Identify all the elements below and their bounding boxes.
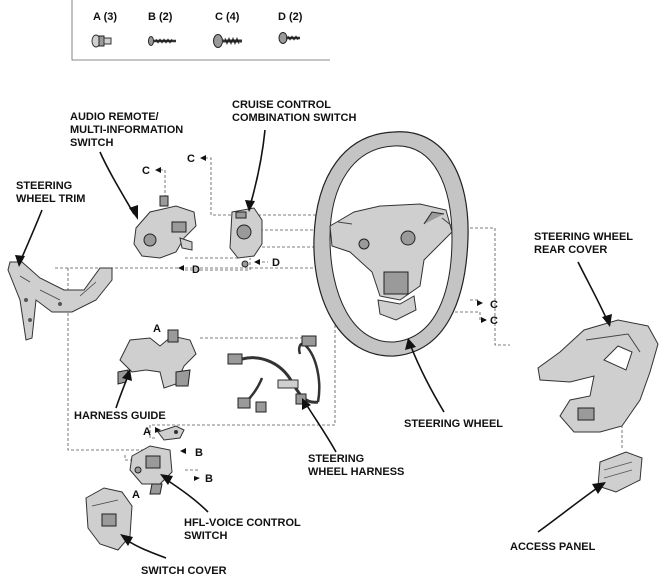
steering-wheel: [313, 131, 469, 357]
callout-a: A: [132, 489, 140, 501]
cruise-control-label-line2: COMBINATION SWITCH: [232, 112, 357, 124]
audio-remote-switch: [133, 195, 197, 259]
fastener-d-label: D (2): [278, 11, 303, 23]
assembly-lines: [55, 157, 623, 471]
bolt-with-washer-icon: [91, 34, 112, 48]
flange-screw-icon: [213, 34, 242, 48]
small-screw-icon: [148, 36, 176, 46]
fastener-legend: A (3) B (2) C (4) D (2): [71, 0, 330, 61]
callout-d: D: [192, 264, 200, 276]
callout-c: C: [490, 315, 498, 327]
callout-c: C: [490, 299, 498, 311]
part-labels: AUDIO REMOTE/ MULTI-INFORMATION SWITCH C…: [16, 99, 633, 577]
leader-arrows: [15, 129, 612, 559]
steering-wheel-trim: [7, 261, 113, 341]
callout-markers: [155, 155, 487, 481]
callout-a: A: [143, 426, 151, 438]
callout-c: C: [142, 165, 150, 177]
hfl-voice-label-line2: SWITCH: [184, 530, 227, 542]
access-panel: [597, 451, 643, 493]
callout-a: A: [153, 323, 161, 335]
steering-wheel-trim-label-line2: WHEEL TRIM: [16, 193, 85, 205]
rear-cover-label-line2: REAR COVER: [534, 244, 607, 256]
steering-wheel-trim-label-line1: STEERING: [16, 180, 72, 192]
cruise-control-switch: [229, 207, 263, 268]
cruise-control-label-line1: CRUISE CONTROL: [232, 99, 331, 111]
hfl-voice-control-switch: [129, 445, 173, 495]
tapping-screw-icon: [278, 32, 300, 44]
steering-wheel-label: STEERING WHEEL: [404, 418, 503, 430]
callout-d: D: [272, 257, 280, 269]
fastener-c-label: C (4): [215, 11, 240, 23]
callout-b: B: [195, 447, 203, 459]
harness-clip: [157, 425, 185, 441]
steering-wheel-harness: [227, 335, 321, 413]
rear-cover-label-line1: STEERING WHEEL: [534, 231, 633, 243]
wheel-harness-label-line2: WHEEL HARNESS: [308, 466, 404, 478]
callout-letters: C C D D C C A A B B A: [132, 153, 498, 501]
hfl-voice-label-line1: HFL-VOICE CONTROL: [184, 517, 301, 529]
fastener-a-label: A (3): [93, 11, 117, 23]
harness-guide-label: HARNESS GUIDE: [74, 410, 166, 422]
audio-remote-label-line1: AUDIO REMOTE/: [70, 111, 159, 123]
audio-remote-label-line3: SWITCH: [70, 137, 113, 149]
access-panel-label: ACCESS PANEL: [510, 541, 596, 553]
callout-c: C: [187, 153, 195, 165]
switch-cover-label: SWITCH COVER: [141, 565, 227, 577]
wheel-harness-label-line1: STEERING: [308, 453, 364, 465]
callout-b: B: [205, 473, 213, 485]
steering-wheel-rear-cover: [537, 319, 659, 433]
audio-remote-label-line2: MULTI-INFORMATION: [70, 124, 183, 136]
fastener-b-label: B (2): [148, 11, 173, 23]
